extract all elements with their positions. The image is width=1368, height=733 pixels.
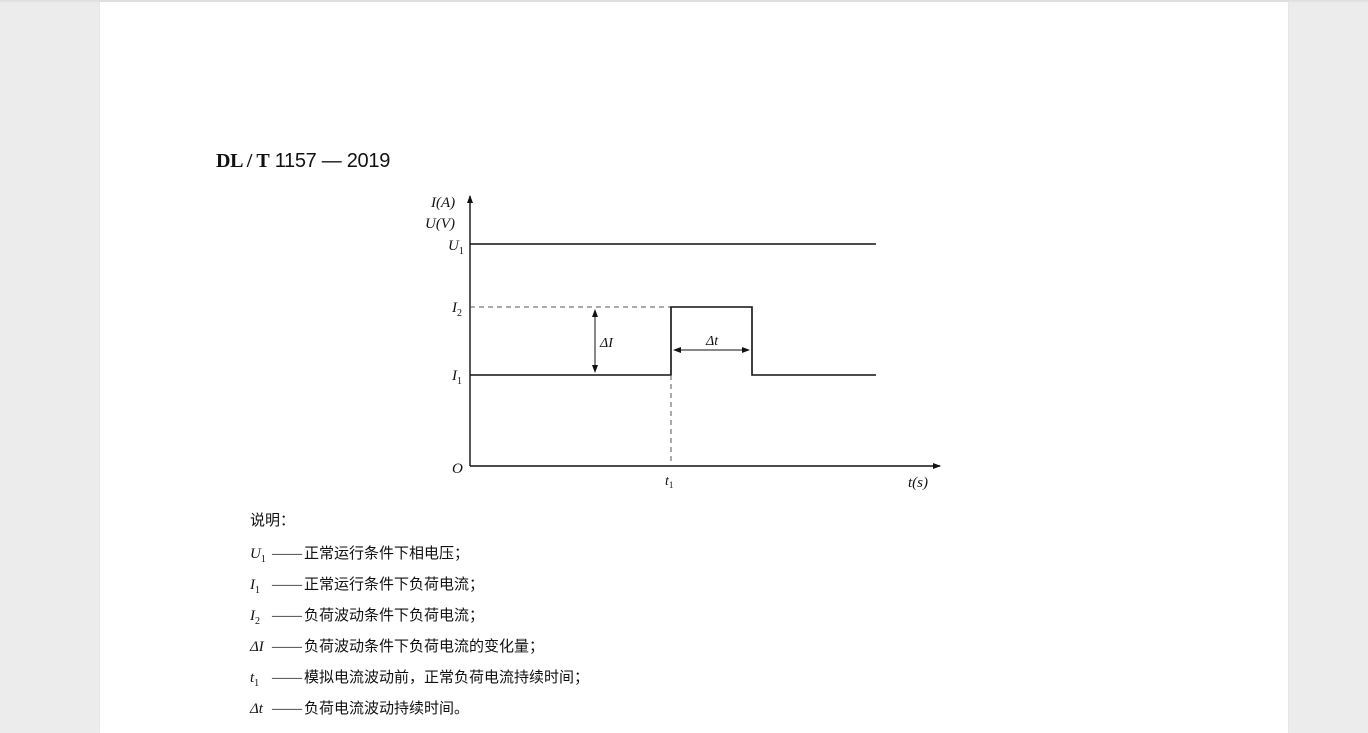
legend-description: 正常运行条件下负荷电流； bbox=[304, 577, 485, 593]
i1-label-subscript: 1 bbox=[457, 376, 462, 387]
legend-description: 模拟电流波动前，正常负荷电流持续时间； bbox=[304, 670, 590, 686]
legend-rows: U1——正常运行条件下相电压；I1 ——正常运行条件下负荷电流；I2 ——负荷波… bbox=[250, 539, 589, 725]
legend-dash: —— bbox=[272, 577, 302, 593]
legend-item: Δt ——负荷电流波动持续时间。 bbox=[250, 694, 589, 725]
legend-symbol: ΔI bbox=[250, 639, 264, 655]
legend-item: ΔI ——负荷波动条件下负荷电流的变化量； bbox=[250, 632, 589, 663]
legend-dash: —— bbox=[272, 670, 302, 686]
document-page: DL / T 1157 — 2019 bbox=[100, 2, 1288, 733]
current-waveform bbox=[470, 306, 876, 376]
y-axis-label-current: I(A) bbox=[430, 195, 455, 211]
i1-label: I1 bbox=[451, 368, 462, 387]
legend-symbol: I1 bbox=[250, 577, 260, 596]
legend-symbol-subscript: 1 bbox=[260, 554, 266, 565]
t1-tick-subscript: 1 bbox=[669, 480, 674, 490]
i2-label: I2 bbox=[451, 300, 462, 319]
current-fluctuation-figure: I(A) U(V) O t(s) U1 I2 I1 t1 ΔI Δt bbox=[400, 182, 1060, 506]
figure-legend: 说明： U1——正常运行条件下相电压；I1 ——正常运行条件下负荷电流；I2 —… bbox=[250, 508, 589, 725]
u1-label-symbol: U bbox=[448, 238, 460, 254]
standard-number-header: DL / T 1157 — 2019 bbox=[216, 150, 390, 173]
legend-title: 说明： bbox=[250, 513, 296, 529]
i2-label-symbol: I bbox=[451, 300, 458, 316]
legend-item: t1 ——模拟电流波动前，正常负荷电流持续时间； bbox=[250, 663, 589, 694]
viewer-top-edge bbox=[0, 0, 1368, 3]
standard-year: 2019 bbox=[346, 150, 391, 172]
delta-i-label: ΔI bbox=[599, 336, 614, 351]
x-axis-label: t(s) bbox=[908, 475, 928, 491]
standard-prefix: DL / T bbox=[216, 150, 270, 172]
legend-dash: —— bbox=[272, 701, 302, 717]
legend-dash: —— bbox=[272, 639, 302, 655]
i1-label-symbol: I bbox=[451, 368, 458, 384]
waveform-diagram: I(A) U(V) O t(s) U1 I2 I1 t1 ΔI Δt bbox=[425, 195, 941, 491]
u1-label: U1 bbox=[448, 238, 464, 257]
legend-description: 负荷波动条件下负荷电流的变化量； bbox=[304, 639, 545, 655]
legend-symbol: Δt bbox=[250, 701, 263, 717]
t1-tick-symbol: t bbox=[665, 474, 670, 489]
legend-description: 负荷电流波动持续时间。 bbox=[304, 701, 470, 717]
legend-item: U1 ——正常运行条件下相电压； bbox=[250, 539, 589, 570]
legend-symbol: t1 bbox=[250, 670, 260, 689]
legend-description: 正常运行条件下相电压； bbox=[304, 546, 470, 562]
legend-symbol: I2 bbox=[250, 608, 260, 627]
delta-t-label: Δt bbox=[705, 334, 719, 349]
standard-separator: — bbox=[321, 150, 342, 172]
legend-item: I1 ——正常运行条件下负荷电流； bbox=[250, 570, 589, 601]
t1-tick-label: t1 bbox=[665, 474, 673, 490]
i2-label-subscript: 2 bbox=[457, 308, 462, 319]
y-axis-label-voltage: U(V) bbox=[425, 216, 455, 232]
legend-dash: —— bbox=[272, 608, 302, 624]
legend-symbol-subscript: 2 bbox=[255, 616, 260, 627]
u1-label-subscript: 1 bbox=[459, 246, 464, 257]
legend-dash: —— bbox=[272, 546, 302, 562]
standard-number: 1157 bbox=[274, 150, 317, 172]
legend-item: I2 ——负荷波动条件下负荷电流； bbox=[250, 601, 589, 632]
legend-symbol-subscript: 1 bbox=[254, 678, 260, 689]
legend-symbol-subscript: 1 bbox=[255, 585, 260, 596]
legend-description: 负荷波动条件下负荷电流； bbox=[304, 608, 485, 624]
legend-symbol: U1 bbox=[250, 546, 266, 565]
origin-label: O bbox=[452, 461, 463, 477]
